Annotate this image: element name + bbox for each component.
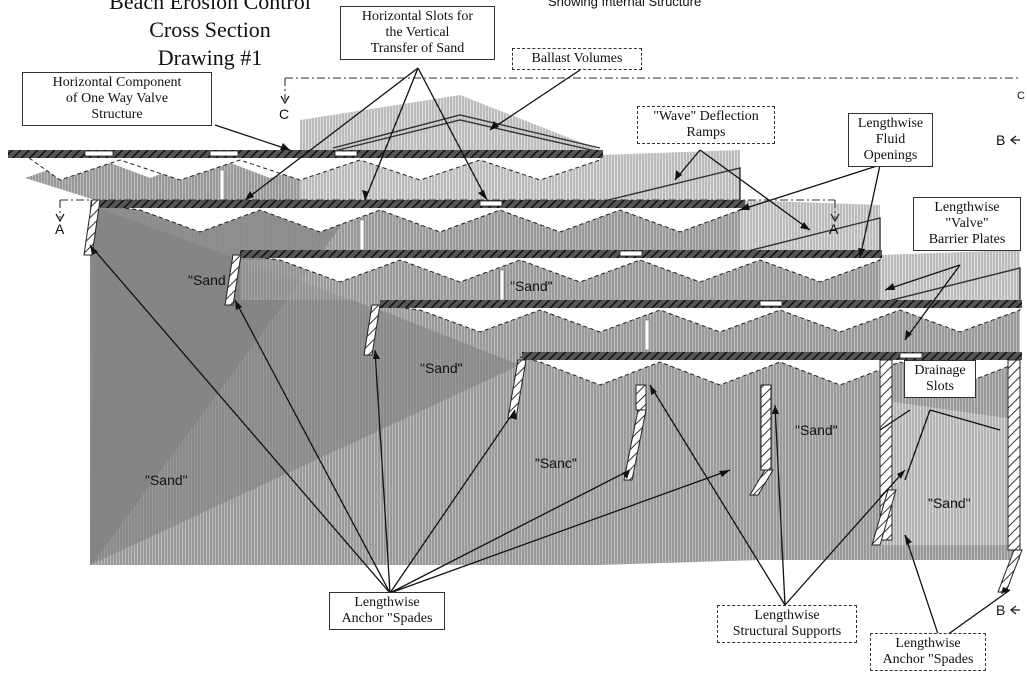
section-mark-a-right: A xyxy=(829,221,839,237)
label-horizontal-valve: Horizontal Component of One Way Valve St… xyxy=(22,72,212,126)
title-line-2: Cross Section xyxy=(149,17,271,42)
label-anchor-spades-left: Lengthwise Anchor "Spades xyxy=(329,592,445,630)
arrow-heads xyxy=(90,121,1010,594)
sand-label: "Sand xyxy=(188,272,226,288)
sand-label: "Sand" xyxy=(420,360,463,376)
sand-label: "Sand" xyxy=(145,472,188,488)
label-anchor-spades-right: Lengthwise Anchor "Spades xyxy=(870,633,986,671)
label-horizontal-slots: Horizontal Slots for the Vertical Transf… xyxy=(340,6,495,60)
section-mark-c-right: C xyxy=(1017,90,1025,102)
section-mark-a-left: A xyxy=(55,221,65,237)
section-mark-b-top: B xyxy=(996,132,1006,148)
sand-label: "Sand" xyxy=(795,422,838,438)
wave-ramps xyxy=(329,114,1021,304)
leader-lines xyxy=(89,67,1011,641)
label-fluid-openings: Lengthwise Fluid Openings xyxy=(848,113,933,167)
sand-label: "Sanc" xyxy=(535,455,577,471)
void-triangles xyxy=(23,154,1021,386)
title-line-3: Drawing #1 xyxy=(157,45,263,70)
diagram-subtitle: Showing Internal Structure xyxy=(548,0,702,9)
label-valve-plates: Lengthwise "Valve" Barrier Plates xyxy=(913,197,1021,251)
section-mark-c: C xyxy=(279,106,290,122)
section-mark-b-bottom: B xyxy=(996,602,1006,618)
sand-label: "Sand" xyxy=(928,495,971,511)
section-lines xyxy=(59,77,1020,218)
label-ballast-volumes: Ballast Volumes xyxy=(512,48,642,70)
label-wave-ramps: "Wave" Deflection Ramps xyxy=(637,106,775,144)
diagram-title: Beach Erosion Control Cross Section Draw… xyxy=(70,0,350,72)
anchor-spades xyxy=(83,199,1023,593)
label-drainage-slots: Drainage Slots xyxy=(904,360,976,398)
title-line-1: Beach Erosion Control xyxy=(109,0,311,14)
section-arrows xyxy=(55,95,1020,615)
sand-label: "Sand" xyxy=(510,278,553,294)
label-structural-supports: Lengthwise Structural Supports xyxy=(717,605,857,643)
